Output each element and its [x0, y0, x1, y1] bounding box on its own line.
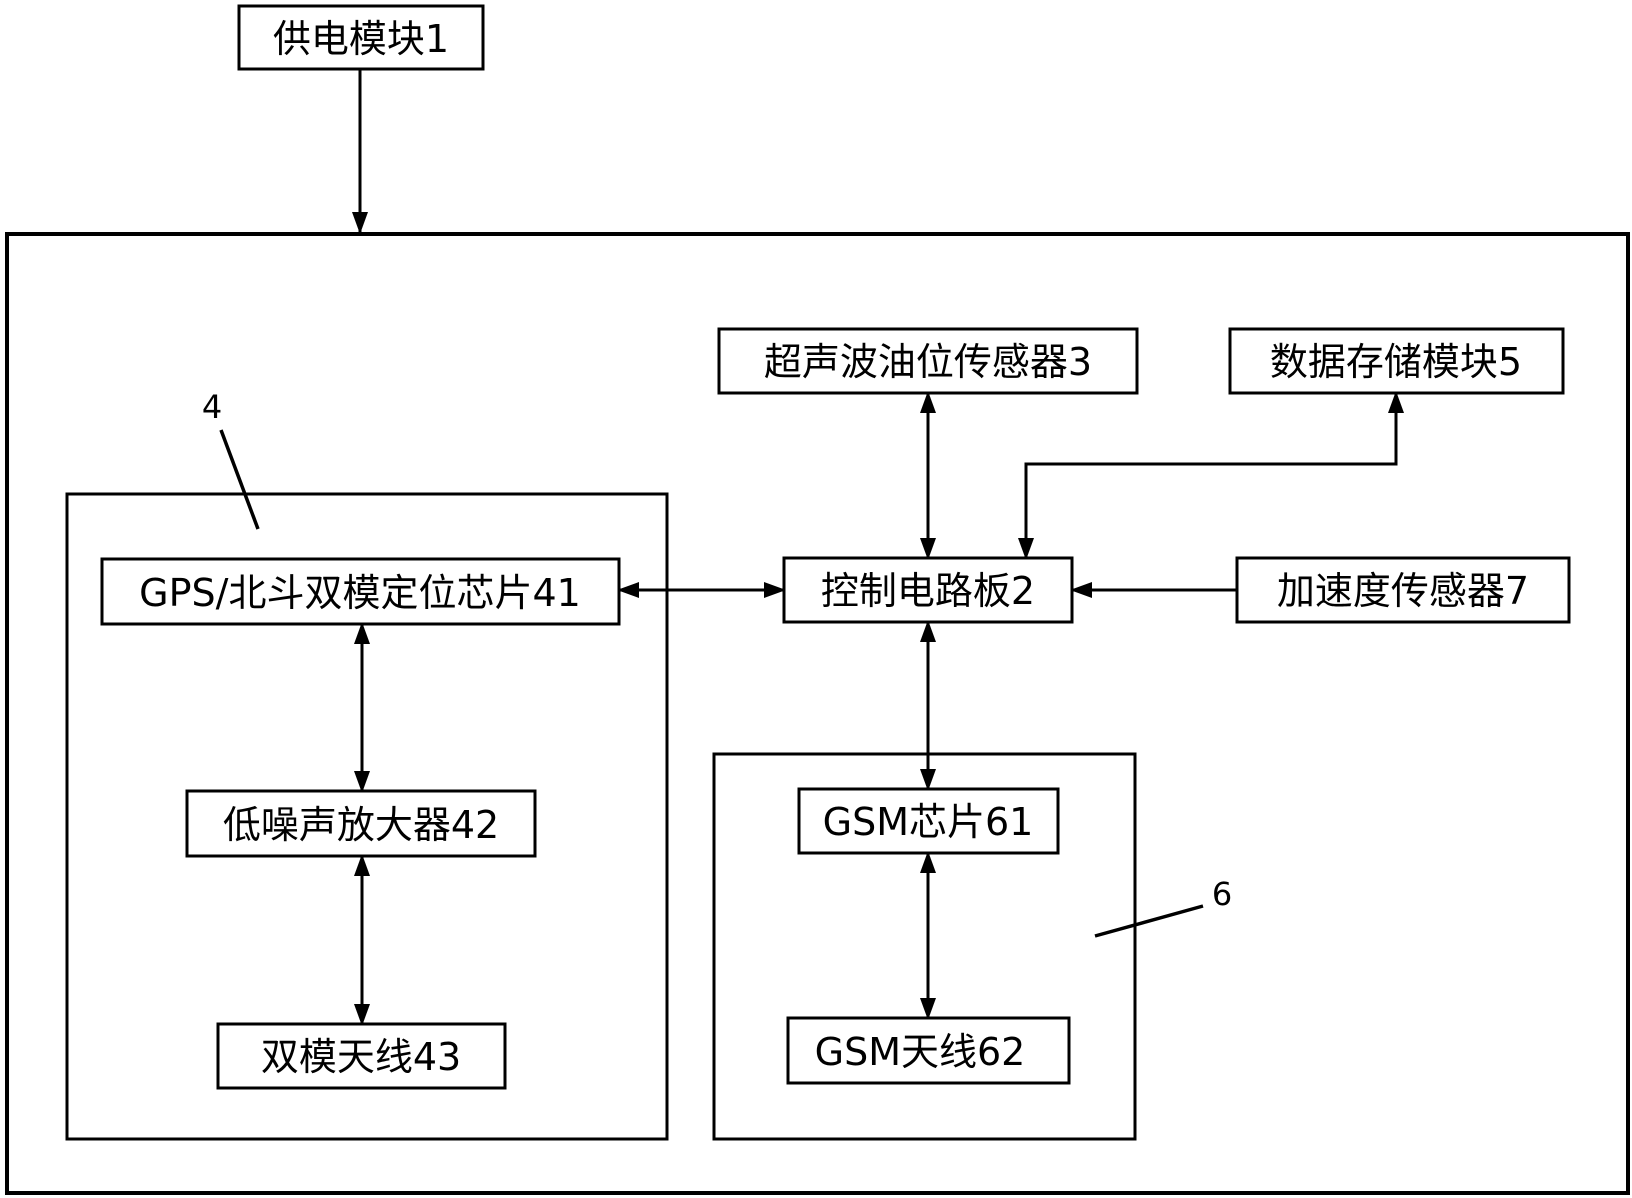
gsm-antenna-label: GSM天线62 [815, 1030, 1026, 1074]
control-board-node: 控制电路板2 [782, 556, 1074, 624]
accel-sensor-node: 加速度传感器7 [1235, 556, 1571, 624]
positioning-group-leader [219, 429, 260, 530]
gsm-group-leader [1094, 904, 1204, 938]
control-board-label: 控制电路板2 [821, 569, 1035, 613]
dual-antenna-label: 双模天线43 [261, 1035, 461, 1079]
power-module-label: 供电模块1 [273, 17, 449, 61]
gsm-group-ref: 6 [1212, 875, 1232, 913]
gsm-chip-label: GSM芯片61 [823, 800, 1034, 844]
power-module-node: 供电模块1 [237, 4, 485, 71]
lna-label: 低噪声放大器42 [223, 803, 499, 847]
gsm-chip-node: GSM芯片61 [797, 787, 1060, 855]
gps-chip-label: GPS/北斗双模定位芯片41 [139, 571, 581, 615]
storage-control-arrow [1018, 391, 1404, 560]
ultrasonic-sensor-node: 超声波油位传感器3 [717, 327, 1139, 395]
accel-sensor-label: 加速度传感器7 [1277, 569, 1529, 613]
device-frame [5, 232, 1630, 1195]
gsm-antenna-node: GSM天线62 [786, 1016, 1071, 1085]
positioning-group-ref: 4 [202, 388, 222, 426]
data-storage-node: 数据存储模块5 [1228, 327, 1565, 395]
ultrasonic-sensor-label: 超声波油位传感器3 [764, 340, 1092, 384]
gps-chip-node: GPS/北斗双模定位芯片41 [100, 557, 621, 626]
lna-node: 低噪声放大器42 [185, 789, 537, 858]
positioning-module-group [65, 492, 669, 1141]
data-storage-label: 数据存储模块5 [1270, 340, 1522, 384]
dual-antenna-node: 双模天线43 [216, 1022, 507, 1090]
